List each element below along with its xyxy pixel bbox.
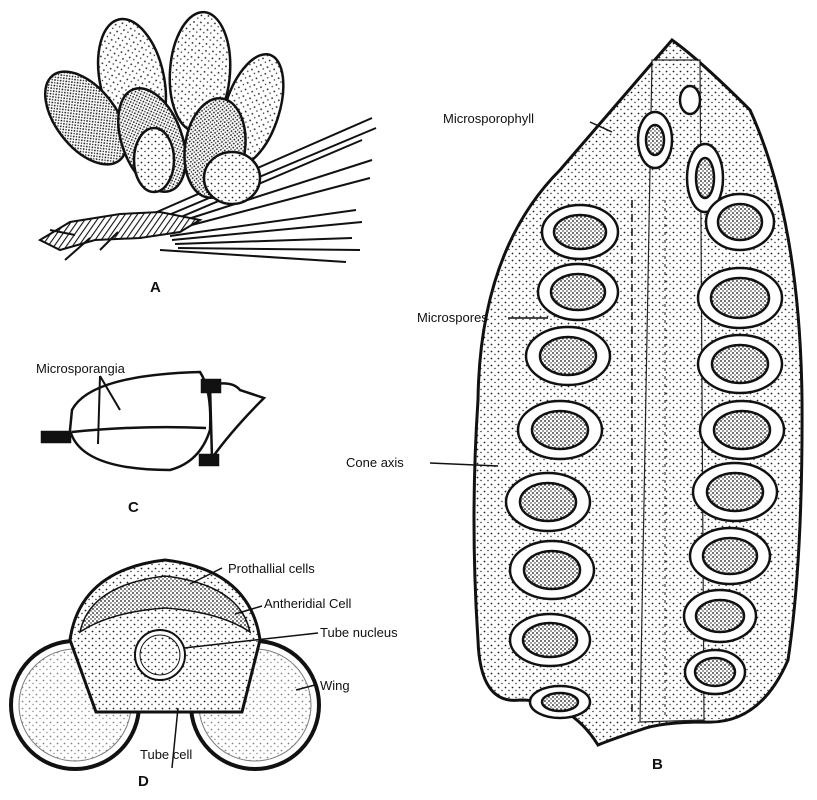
- panel-label-c: C: [128, 500, 139, 515]
- label-microsporophyll: Microsporophyll: [443, 112, 534, 125]
- label-antheridial-cell: Antheridial Cell: [264, 597, 351, 610]
- label-tube-nucleus: Tube nucleus: [320, 626, 398, 639]
- panel-c-drawing: [42, 372, 264, 470]
- label-microspores: Microspores: [417, 311, 488, 324]
- panel-d-drawing: [11, 560, 319, 769]
- label-cone-axis: Cone axis: [346, 456, 404, 469]
- panel-b-drawing: [430, 40, 802, 745]
- panel-a-drawing: [29, 10, 376, 262]
- panel-label-d: D: [138, 774, 149, 789]
- label-tube-cell: Tube cell: [140, 748, 192, 761]
- label-microsporangia: Microsporangia: [36, 362, 125, 375]
- label-prothallial-cells: Prothallial cells: [228, 562, 315, 575]
- panel-label-b: B: [652, 757, 663, 772]
- panel-label-a: A: [150, 280, 161, 295]
- label-wing: Wing: [320, 679, 350, 692]
